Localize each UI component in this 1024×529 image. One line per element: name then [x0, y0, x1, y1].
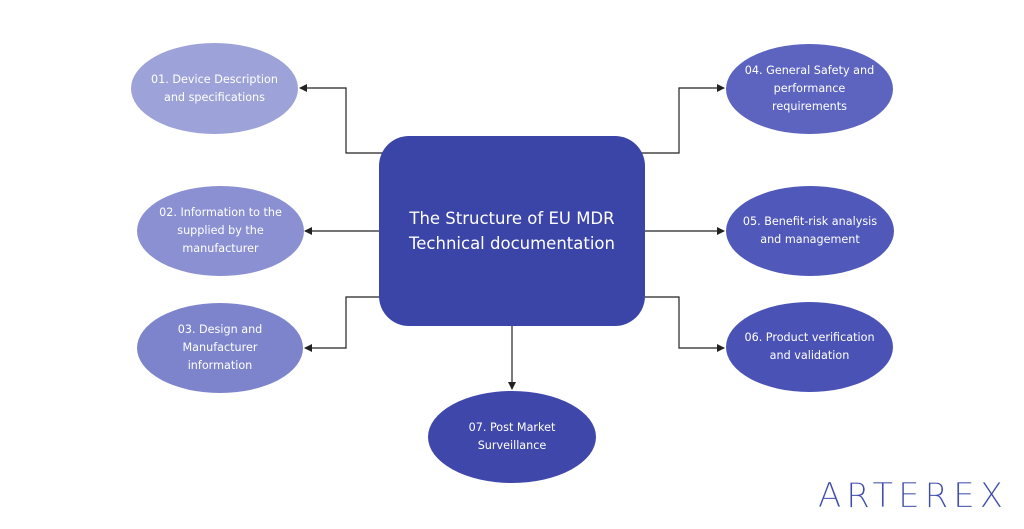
central-topic-box: The Structure of EU MDR Technical docume… — [379, 136, 645, 326]
node-product-verification: 06. Product verification and validation — [726, 302, 893, 392]
connector-04 — [637, 84, 725, 154]
connector-03 — [304, 296, 380, 352]
arterex-logo: ARTEREX — [817, 476, 1008, 516]
node-label: 01. Device Description and specification… — [151, 72, 278, 104]
connector-01 — [299, 84, 386, 154]
node-design-manufacturer: 03. Design and Manufacturer information — [137, 303, 303, 393]
node-label: 07. Post Market Surveillance — [468, 421, 556, 452]
node-general-safety: 04. General Safety and performance requi… — [726, 44, 893, 134]
node-benefit-risk: 05. Benefit-risk analysis and management — [726, 186, 894, 276]
central-topic-title: The Structure of EU MDR Technical docume… — [409, 209, 615, 253]
connector-06 — [645, 296, 725, 352]
node-label: 02. Information to the supplied by the m… — [159, 206, 282, 255]
node-label: 05. Benefit-risk analysis and management — [742, 215, 878, 246]
node-label: 03. Design and Manufacturer information — [177, 323, 263, 372]
node-information-supplied: 02. Information to the supplied by the m… — [137, 186, 304, 276]
node-label: 04. General Safety and performance requi… — [744, 64, 875, 113]
node-post-market-surveillance: 07. Post Market Surveillance — [428, 391, 596, 483]
node-device-description: 01. Device Description and specification… — [131, 43, 298, 134]
node-label: 06. Product verification and validation — [744, 331, 875, 362]
